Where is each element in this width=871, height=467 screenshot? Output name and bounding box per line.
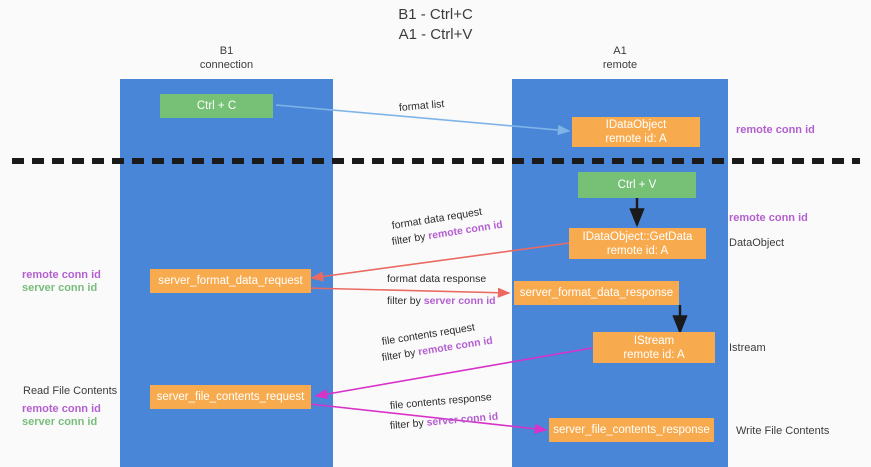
lane-header-b1-role: connection (199, 59, 254, 71)
page-title: B1 - Ctrl+C A1 - Ctrl+V (0, 5, 871, 45)
node-server-format-data-response-label: server_format_data_response (519, 287, 674, 299)
edge-label-format-data-request: format data request filter by remote con… (391, 206, 504, 250)
node-istream-line-2: remote id: A (623, 348, 685, 361)
node-server-file-contents-response[interactable]: server_file_contents_response (549, 418, 714, 442)
left-label-server-conn-id-mid: server conn id (22, 282, 98, 294)
left-label-read-file-contents: Read File Contents (23, 385, 118, 397)
node-istream[interactable]: IStream remote id: A (593, 332, 715, 363)
node-server-format-data-request[interactable]: server_format_data_request (150, 269, 311, 293)
edge-label-format-list: format list (398, 98, 444, 116)
lane-header-a1-role: remote (602, 59, 638, 71)
node-idataobject-line-1: IDataObject (605, 119, 667, 131)
left-label-remote-conn-id-bottom: remote conn id (22, 403, 101, 415)
right-label-remote-conn-id-mid: remote conn id (729, 212, 808, 224)
right-label-istream: Istream (729, 342, 766, 354)
right-label-write-file-contents: Write File Contents (736, 425, 830, 437)
node-server-file-contents-request[interactable]: server_file_contents_request (150, 385, 311, 409)
format-data-response-filter-key: server conn id (423, 295, 496, 307)
file-contents-response-filter-key: server conn id (426, 410, 499, 429)
file-contents-response-filter-prefix: filter by (389, 416, 428, 432)
right-label-remote-conn-id-top: remote conn id (736, 124, 815, 136)
edge-label-format-list-text: format list (398, 98, 445, 114)
lane-header-b1-name: B1 (219, 45, 234, 57)
node-ctrl-v[interactable]: Ctrl + V (578, 172, 696, 198)
lane-header-a1-name: A1 (613, 45, 627, 57)
edge-label-format-data-response-filter: filter by server conn id (387, 294, 496, 309)
node-idataobject[interactable]: IDataObject remote id: A (572, 117, 700, 147)
node-idataobject-getdata[interactable]: IDataObject::GetData remote id: A (569, 228, 706, 259)
node-ctrl-c-label: Ctrl + C (196, 100, 237, 112)
left-label-remote-conn-id-mid: remote conn id (22, 269, 101, 281)
node-ctrl-c[interactable]: Ctrl + C (160, 94, 273, 118)
lane-header-b1: B1 connection (120, 44, 333, 72)
node-getdata-line-1: IDataObject::GetData (582, 230, 693, 243)
title-line-2: A1 - Ctrl+V (398, 26, 473, 43)
node-server-format-data-response[interactable]: server_format_data_response (514, 281, 679, 305)
node-getdata-line-2: remote id: A (606, 244, 669, 257)
edge-label-format-data-response: format data response filter by server co… (387, 272, 496, 309)
left-label-server-conn-id-bottom: server conn id (22, 416, 98, 428)
format-data-response-filter-prefix: filter by (387, 295, 424, 307)
node-istream-line-1: IStream (633, 334, 675, 347)
edge-label-format-data-response-text: format data response (387, 273, 487, 285)
right-label-dataobject: DataObject (729, 237, 785, 249)
node-ctrl-v-label: Ctrl + V (617, 179, 657, 191)
lane-header-a1: A1 remote (512, 44, 728, 72)
edge-label-file-contents-request: file contents request filter by remote c… (381, 321, 494, 366)
edge-label-file-contents-response-filter: filter by server conn id (389, 410, 498, 434)
node-server-file-contents-request-label: server_file_contents_request (156, 391, 305, 403)
node-idataobject-line-2: remote id: A (605, 133, 667, 145)
edge-label-file-contents-response: file contents response filter by server … (389, 391, 498, 434)
node-server-file-contents-response-label: server_file_contents_response (553, 424, 710, 436)
title-line-1: B1 - Ctrl+C (398, 6, 473, 23)
node-server-format-data-request-label: server_format_data_request (158, 275, 303, 287)
